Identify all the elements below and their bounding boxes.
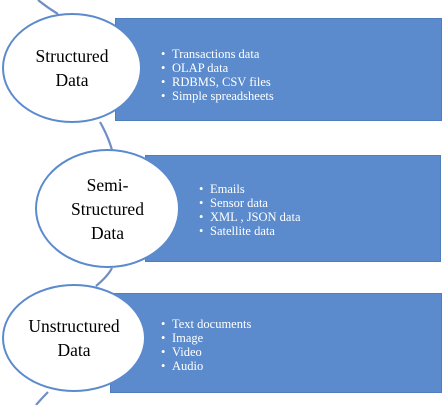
list-item-text: Text documents: [172, 317, 252, 331]
bullet-dot: •: [161, 61, 166, 75]
circle-label-line: Data: [57, 340, 91, 360]
unstructured-data-circle: Unstructured Data: [2, 284, 146, 392]
structured-data-bar: [115, 18, 442, 121]
list-item: • XML , JSON data: [199, 210, 301, 224]
structured-data-circle: Structured Data: [2, 13, 142, 123]
list-item: • Image: [161, 331, 251, 345]
list-item-text: Image: [172, 331, 204, 345]
list-item-text: Emails: [210, 182, 245, 196]
bullet-dot: •: [199, 210, 204, 224]
bullet-dot: •: [199, 182, 204, 196]
bullet-dot: •: [161, 345, 166, 359]
list-item-text: RDBMS, CSV files: [172, 75, 271, 89]
list-item: • OLAP data: [161, 61, 274, 75]
list-item: • Transactions data: [161, 47, 274, 61]
bullet-dot: •: [199, 196, 204, 210]
bullet-dot: •: [161, 47, 166, 61]
connector-arc-middle-lower: [95, 267, 113, 287]
circle-label-line: Data: [90, 222, 125, 243]
list-item: • Audio: [161, 359, 251, 373]
connector-arc-middle-upper: [99, 121, 114, 151]
list-item-text: Audio: [172, 359, 204, 373]
list-item-text: Satellite data: [210, 224, 275, 238]
list-item: • RDBMS, CSV files: [161, 75, 274, 89]
circle-label-line: Semi-: [86, 174, 129, 195]
circle-label-line: Data: [55, 70, 89, 90]
list-item: • Video: [161, 345, 251, 359]
semi-structured-data-list: • Emails • Sensor data • XML , JSON data • S…: [199, 182, 301, 238]
bullet-dot: •: [161, 89, 166, 103]
connector-arc-bottom: [35, 391, 49, 405]
list-item: • Text documents: [161, 317, 251, 331]
structured-data-list: • Transactions data • OLAP data • RDBMS, CS…: [161, 47, 274, 103]
bullet-dot: •: [161, 317, 166, 331]
list-item-text: Transactions data: [172, 47, 260, 61]
circle-label-line: Structured: [35, 46, 109, 66]
list-item-text: Video: [172, 345, 202, 359]
unstructured-data-list: • Text documents • Image • Video • Audio: [161, 317, 251, 373]
list-item: • Simple spreadsheets: [161, 89, 274, 103]
semi-structured-data-circle: Semi- Structured Data: [35, 149, 180, 268]
circle-label-line: Unstructured: [28, 316, 120, 336]
connector-arc-top: [37, 0, 59, 15]
bullet-dot: •: [199, 224, 204, 238]
list-item-text: OLAP data: [172, 61, 229, 75]
list-item: • Satellite data: [199, 224, 301, 238]
list-item-text: XML , JSON data: [210, 210, 301, 224]
unstructured-data-bar: [110, 293, 442, 393]
list-item-text: Simple spreadsheets: [172, 89, 274, 103]
bullet-dot: •: [161, 359, 166, 373]
list-item-text: Sensor data: [210, 196, 268, 210]
list-item: • Sensor data: [199, 196, 301, 210]
list-item: • Emails: [199, 182, 301, 196]
circle-label-line: Structured: [71, 198, 144, 219]
bullet-dot: •: [161, 331, 166, 345]
bullet-dot: •: [161, 75, 166, 89]
